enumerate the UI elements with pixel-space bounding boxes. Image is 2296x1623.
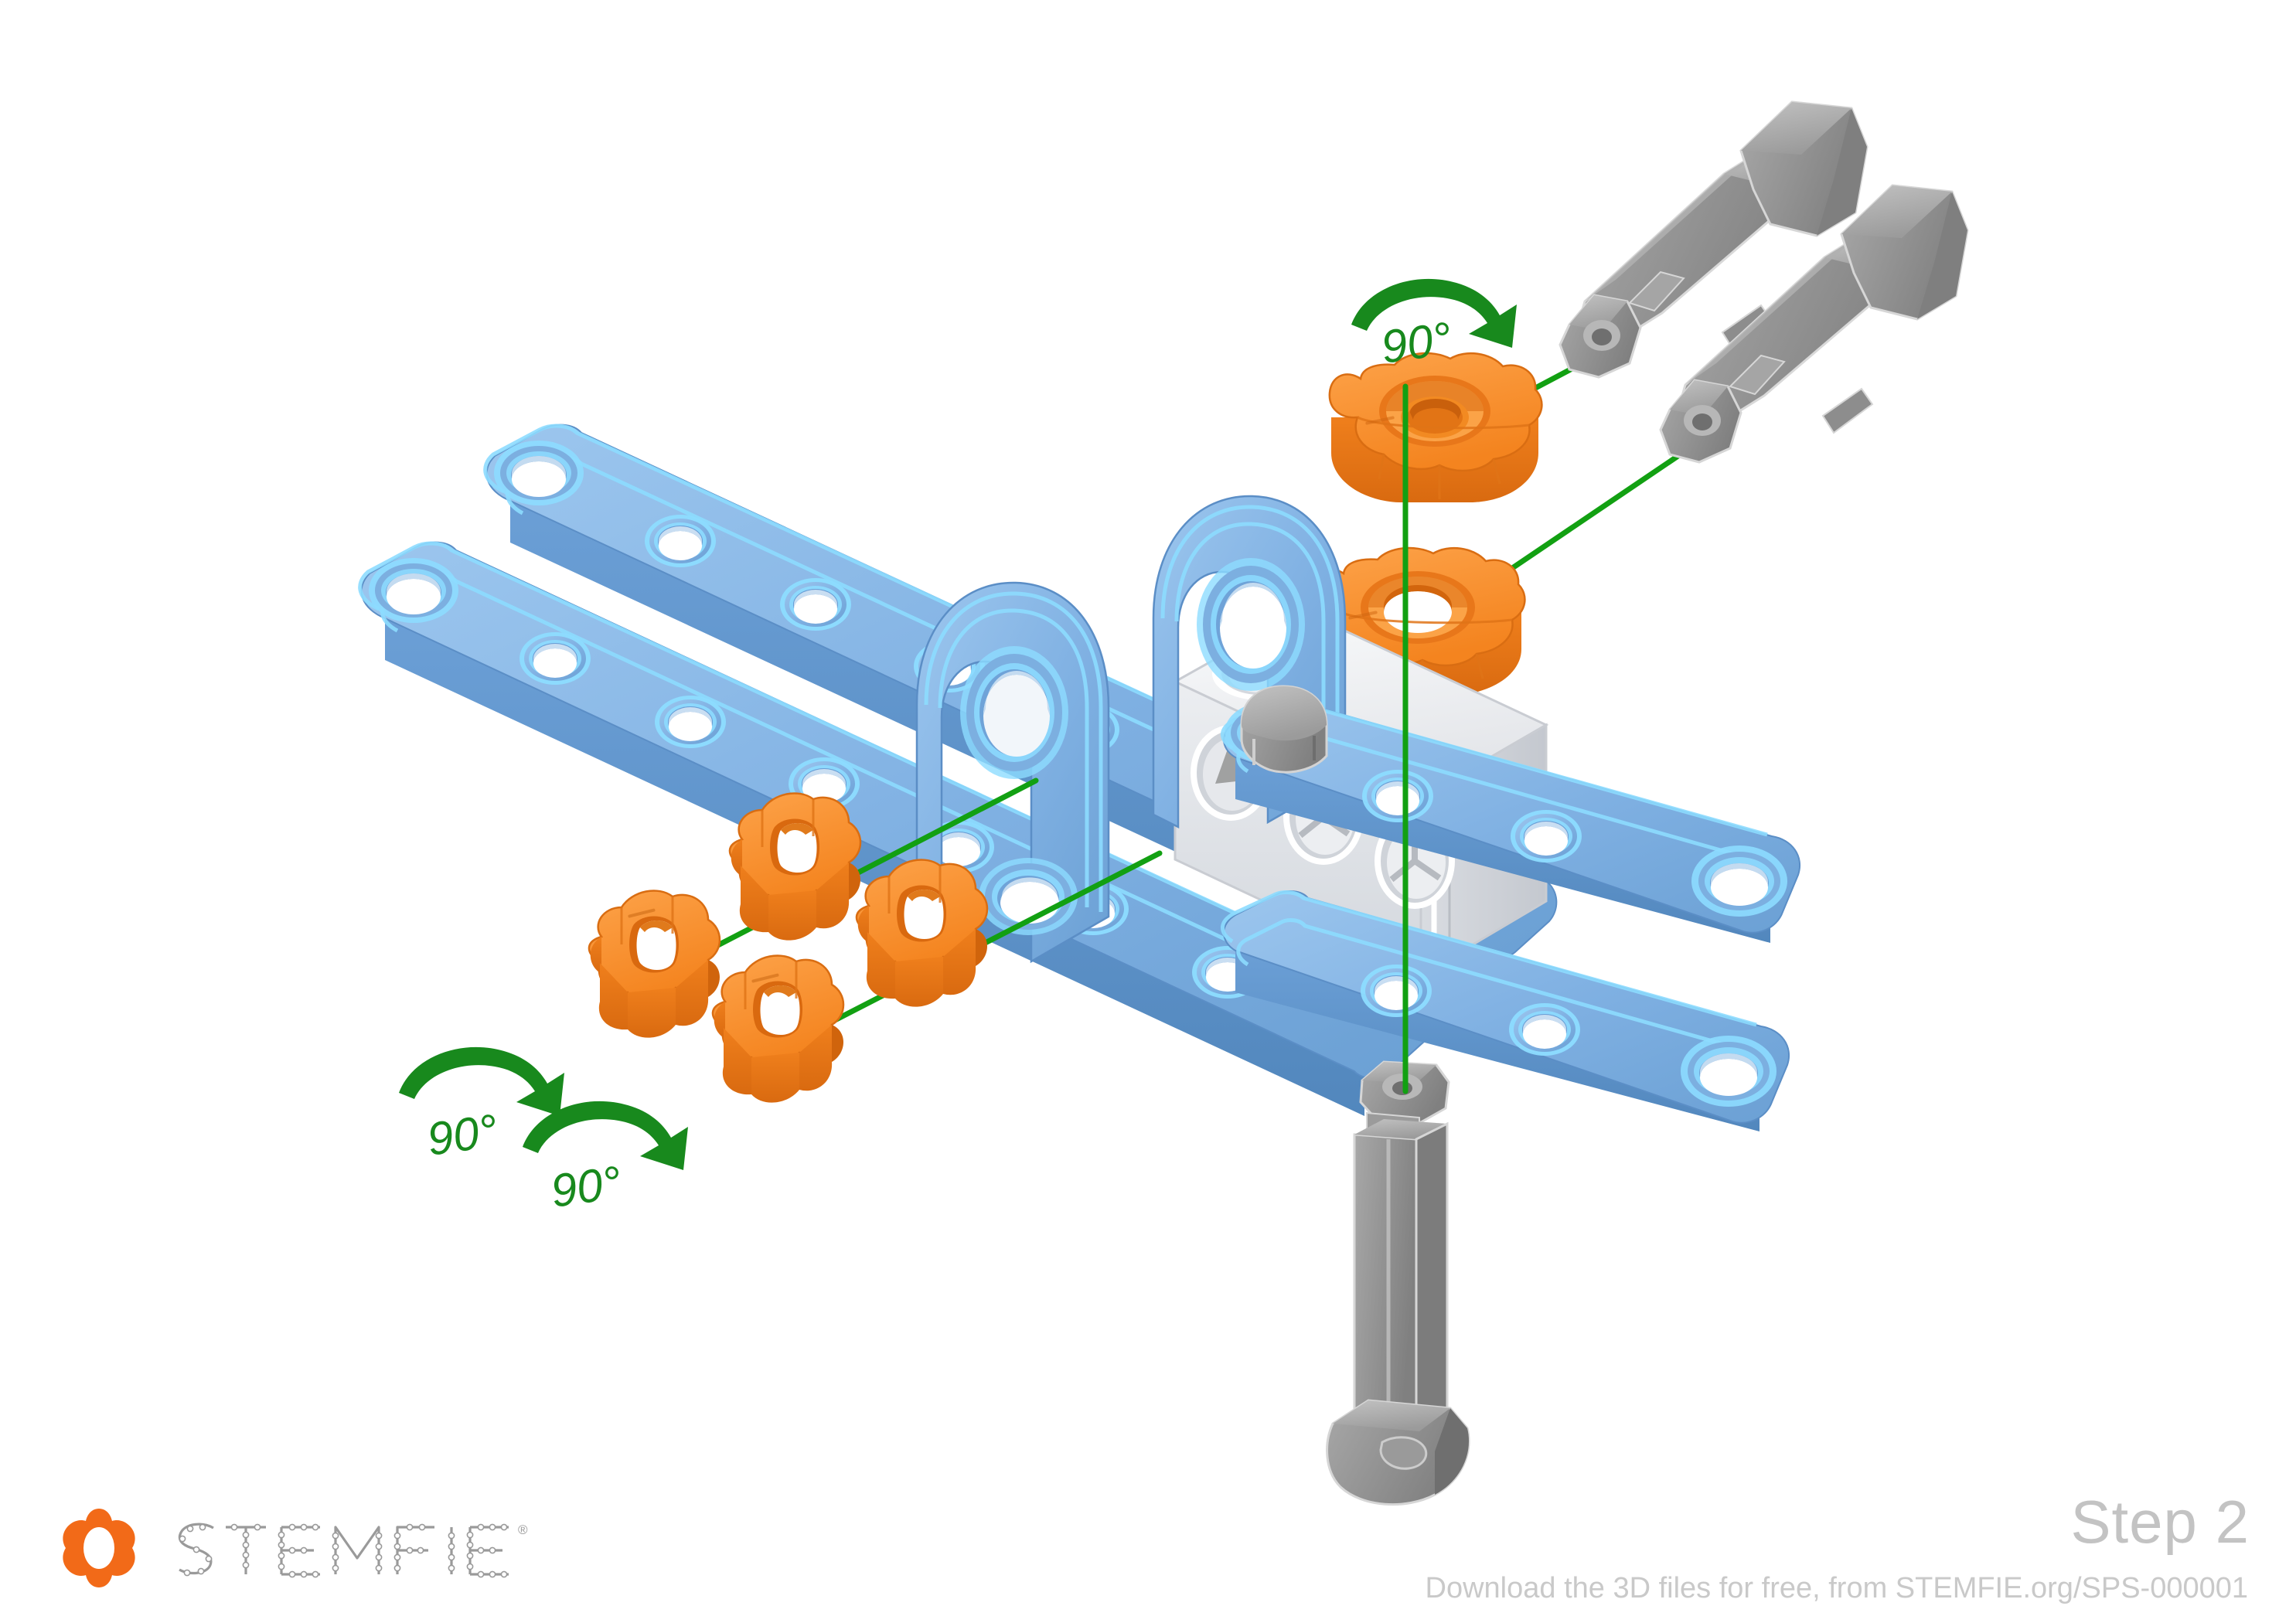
bolt-head-center	[1240, 685, 1328, 774]
nut-left-b	[728, 792, 862, 941]
bracket-front	[915, 581, 1110, 968]
bolt-bottom	[1326, 1060, 1470, 1506]
nut-left-a	[588, 890, 721, 1038]
long-beam-lower	[358, 541, 1434, 1116]
right-beam-lower	[1221, 890, 1790, 1131]
rotation-labels: 90° 90° 90°	[424, 312, 1454, 1217]
bolt-top-front	[1659, 184, 1969, 464]
nut-left-c	[711, 954, 845, 1103]
nut-left-d	[855, 859, 989, 1007]
rotation-label-left-one: 90°	[424, 1104, 500, 1165]
nut-top-flat	[1328, 352, 1543, 502]
rotation-arrow-left-two	[523, 1101, 688, 1170]
rotation-arrow-left-one	[399, 1046, 564, 1116]
rotation-label-left-two: 90°	[547, 1156, 624, 1217]
bolt-top-rear	[1558, 100, 1868, 379]
rotation-arrow-top	[1351, 278, 1517, 348]
rotation-label-top: 90°	[1378, 312, 1454, 373]
nut-mid-flat	[1311, 546, 1526, 696]
